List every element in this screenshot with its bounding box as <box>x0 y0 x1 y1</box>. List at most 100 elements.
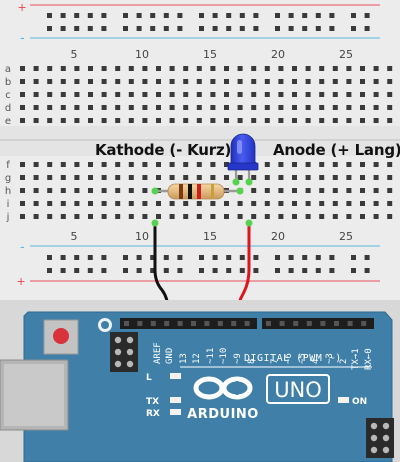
hole <box>101 214 107 219</box>
hole <box>115 79 121 84</box>
hole <box>115 66 121 71</box>
column-number: 20 <box>271 48 285 61</box>
hole <box>292 118 297 123</box>
hole <box>279 321 285 326</box>
hole <box>101 26 107 31</box>
hole <box>142 79 148 84</box>
hole <box>210 105 216 110</box>
hole <box>224 118 229 123</box>
hole <box>292 175 297 180</box>
hole <box>60 66 66 71</box>
row-label: b <box>5 77 11 88</box>
hole <box>47 188 53 193</box>
hole <box>150 255 156 260</box>
hole <box>74 188 80 193</box>
hole <box>74 26 80 31</box>
hole <box>347 321 353 326</box>
header-right <box>262 318 374 329</box>
hole <box>169 162 175 167</box>
hole <box>302 13 308 18</box>
hole <box>33 79 39 84</box>
column-number: 10 <box>135 230 149 243</box>
hole <box>123 268 128 273</box>
hole <box>226 268 232 273</box>
hole <box>319 92 325 97</box>
hole <box>142 201 148 206</box>
hole <box>315 26 321 31</box>
hole <box>364 268 370 273</box>
hole <box>196 118 202 123</box>
hole <box>319 105 325 110</box>
hole <box>183 118 189 123</box>
hole <box>264 162 270 167</box>
hole <box>319 214 325 219</box>
hole <box>278 175 284 180</box>
led-tx <box>170 397 181 403</box>
hole <box>87 268 93 273</box>
hole <box>266 321 271 326</box>
hole <box>60 26 66 31</box>
pin-label: RX←0 <box>364 348 374 370</box>
hole <box>196 162 202 167</box>
hole <box>239 255 245 260</box>
hole <box>315 255 321 260</box>
row-label: a <box>5 64 11 75</box>
hole <box>74 268 80 273</box>
hole <box>275 255 280 260</box>
hole <box>237 66 243 71</box>
hole <box>351 26 356 31</box>
hole <box>360 92 365 97</box>
row-label: i <box>7 199 10 210</box>
resistor-body <box>167 183 225 200</box>
pin-label: ~11 <box>206 348 216 364</box>
column-number: 10 <box>135 48 149 61</box>
terminal-holes <box>20 66 393 219</box>
hole <box>224 214 229 219</box>
hole <box>387 201 393 206</box>
icsp-header <box>366 418 394 458</box>
hole <box>360 79 365 84</box>
hole <box>20 188 25 193</box>
hole <box>288 13 294 18</box>
hole <box>47 201 53 206</box>
hole <box>136 26 142 31</box>
hole <box>278 188 284 193</box>
hole <box>305 188 311 193</box>
hole <box>210 201 216 206</box>
hole <box>88 214 93 219</box>
hole <box>33 118 39 123</box>
hole <box>305 214 311 219</box>
hole <box>264 118 270 123</box>
connection-point <box>151 187 159 195</box>
hole <box>332 162 338 167</box>
hole <box>20 92 25 97</box>
hole <box>319 175 325 180</box>
hole <box>177 268 183 273</box>
hole <box>315 13 321 18</box>
reset-button-cap[interactable] <box>53 328 69 344</box>
hole <box>123 26 128 31</box>
hole <box>253 13 259 18</box>
hole <box>224 162 229 167</box>
uno-badge <box>266 374 330 404</box>
hole <box>47 105 53 110</box>
hole <box>332 201 338 206</box>
hole <box>101 66 107 71</box>
hole <box>224 175 229 180</box>
hole <box>60 118 66 123</box>
hole <box>332 175 338 180</box>
hole <box>237 105 243 110</box>
hole <box>305 175 311 180</box>
hole <box>60 255 66 260</box>
hole <box>156 92 161 97</box>
connection-point <box>245 219 253 227</box>
hole <box>278 201 284 206</box>
hole <box>264 175 270 180</box>
hole <box>74 118 80 123</box>
hole <box>183 175 189 180</box>
hole <box>115 92 121 97</box>
hole <box>264 66 270 71</box>
hole <box>196 201 202 206</box>
hole <box>305 105 311 110</box>
